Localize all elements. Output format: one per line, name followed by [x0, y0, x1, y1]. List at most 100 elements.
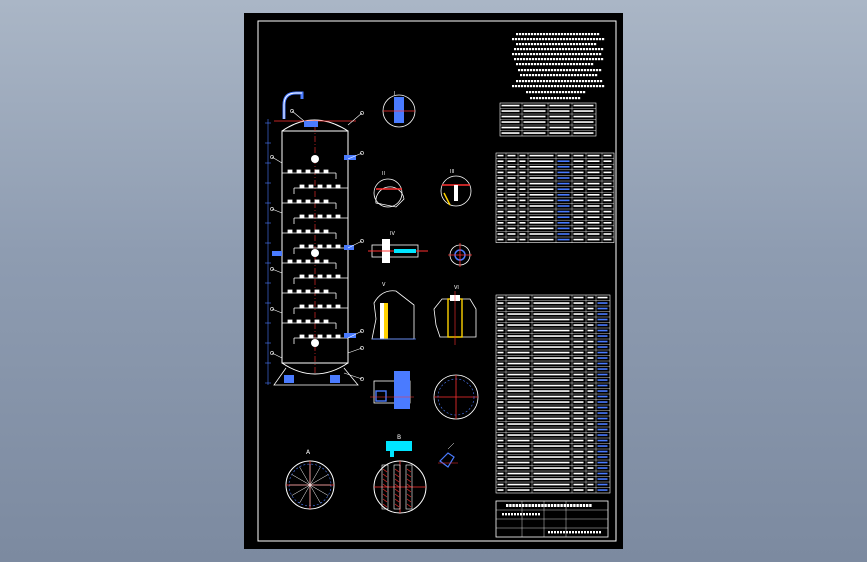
title-glyph: [578, 531, 580, 534]
note-glyph: [544, 91, 547, 94]
note-glyph: [567, 63, 570, 66]
table-cell-text: [507, 450, 530, 453]
note-glyph: [599, 38, 602, 41]
table-cell-text: [497, 188, 504, 190]
title-glyph: [515, 504, 518, 507]
title-glyph: [563, 504, 566, 507]
table-cell-text: [587, 456, 594, 458]
tray-cap: [326, 334, 332, 339]
table-cell-text: [597, 318, 608, 321]
table-cell-text: [529, 227, 554, 230]
note-glyph: [530, 53, 533, 56]
table-cell-text: [523, 110, 546, 112]
note-glyph: [598, 48, 601, 51]
note-glyph: [532, 58, 535, 61]
table-cell-text: [557, 182, 570, 185]
note-glyph: [518, 69, 521, 72]
tray-cap: [317, 214, 323, 219]
note-glyph: [521, 38, 524, 41]
table-cell-text: [573, 166, 584, 168]
title-block: [495, 500, 609, 538]
note-glyph: [585, 63, 588, 66]
table-cell-text: [557, 238, 570, 241]
table-cell-text: [549, 121, 570, 123]
tray-cap: [317, 184, 323, 189]
table-cell-text: [497, 194, 504, 196]
table-cell-text: [507, 406, 530, 409]
table-cell-text: [597, 373, 608, 376]
note-glyph: [592, 48, 595, 51]
support-spoke: [309, 484, 329, 496]
table-cell-text: [497, 154, 504, 157]
table-cell-text: [533, 406, 570, 409]
note-glyph: [586, 48, 589, 51]
note-glyph: [544, 74, 547, 77]
note-glyph: [512, 38, 515, 41]
section-view-b: B: [373, 434, 427, 514]
note-glyph: [555, 33, 558, 36]
tray-cap: [326, 274, 332, 279]
table-cell-text: [501, 126, 520, 129]
table-cell-text: [587, 439, 594, 442]
tray-cap: [305, 259, 311, 264]
table-cell-text: [573, 216, 584, 218]
table-cell-text: [597, 313, 608, 315]
note-glyph: [554, 97, 557, 100]
support-beam: [405, 464, 413, 510]
tray-cap: [326, 214, 332, 219]
note-glyph: [565, 48, 568, 51]
table-cell-text: [573, 194, 584, 196]
table-cell-text: [533, 357, 570, 359]
table-cell-text: [597, 324, 608, 326]
note-glyph: [590, 69, 593, 72]
table-cell-text: [519, 171, 526, 174]
note-glyph: [529, 74, 532, 77]
table-cell-text: [497, 439, 504, 442]
cad-drawing-canvas[interactable]: I II III IV V VI: [244, 13, 623, 549]
table-cell-text: [507, 439, 530, 442]
table-cell-text: [529, 233, 554, 235]
note-glyph: [585, 33, 588, 36]
note-glyph: [595, 48, 598, 51]
note-glyph: [566, 85, 569, 88]
table-cell-text: [573, 406, 584, 409]
title-glyph: [508, 513, 510, 516]
note-glyph: [558, 63, 561, 66]
table-cell-text: [587, 296, 594, 299]
table-cell-text: [507, 160, 516, 162]
note-glyph: [575, 53, 578, 56]
table-cell-text: [533, 346, 570, 348]
note-glyph: [579, 63, 582, 66]
table-cell-text: [573, 450, 584, 453]
table-cell-text: [529, 171, 554, 174]
table-cell-text: [557, 160, 570, 162]
note-glyph: [539, 69, 542, 72]
detail-view-v-section: V: [371, 282, 416, 340]
table-cell-text: [519, 199, 526, 202]
note-glyph: [576, 43, 579, 46]
table-cell-text: [573, 456, 584, 458]
note-glyph: [580, 58, 583, 61]
table-cell-text: [497, 450, 504, 453]
note-glyph: [568, 48, 571, 51]
tray-cap: [305, 289, 311, 294]
table-cell-text: [587, 205, 600, 207]
tray-cap: [317, 244, 323, 249]
note-glyph: [582, 63, 585, 66]
support-spoke: [309, 484, 321, 504]
note-glyph: [569, 38, 572, 41]
title-glyph: [586, 504, 589, 507]
beam-hatch: [394, 468, 400, 473]
label-view-3: III: [450, 169, 454, 175]
tray-cap: [323, 229, 329, 234]
note-glyph: [571, 74, 574, 77]
note-glyph: [578, 97, 581, 100]
leader-line: [271, 156, 283, 164]
tray-cap: [287, 259, 293, 264]
tray-cap: [308, 184, 314, 189]
label-view-2: II: [382, 171, 385, 177]
note-glyph: [530, 69, 533, 72]
note-glyph: [519, 63, 522, 66]
note-glyph: [551, 97, 554, 100]
table-cell-text: [507, 188, 516, 190]
